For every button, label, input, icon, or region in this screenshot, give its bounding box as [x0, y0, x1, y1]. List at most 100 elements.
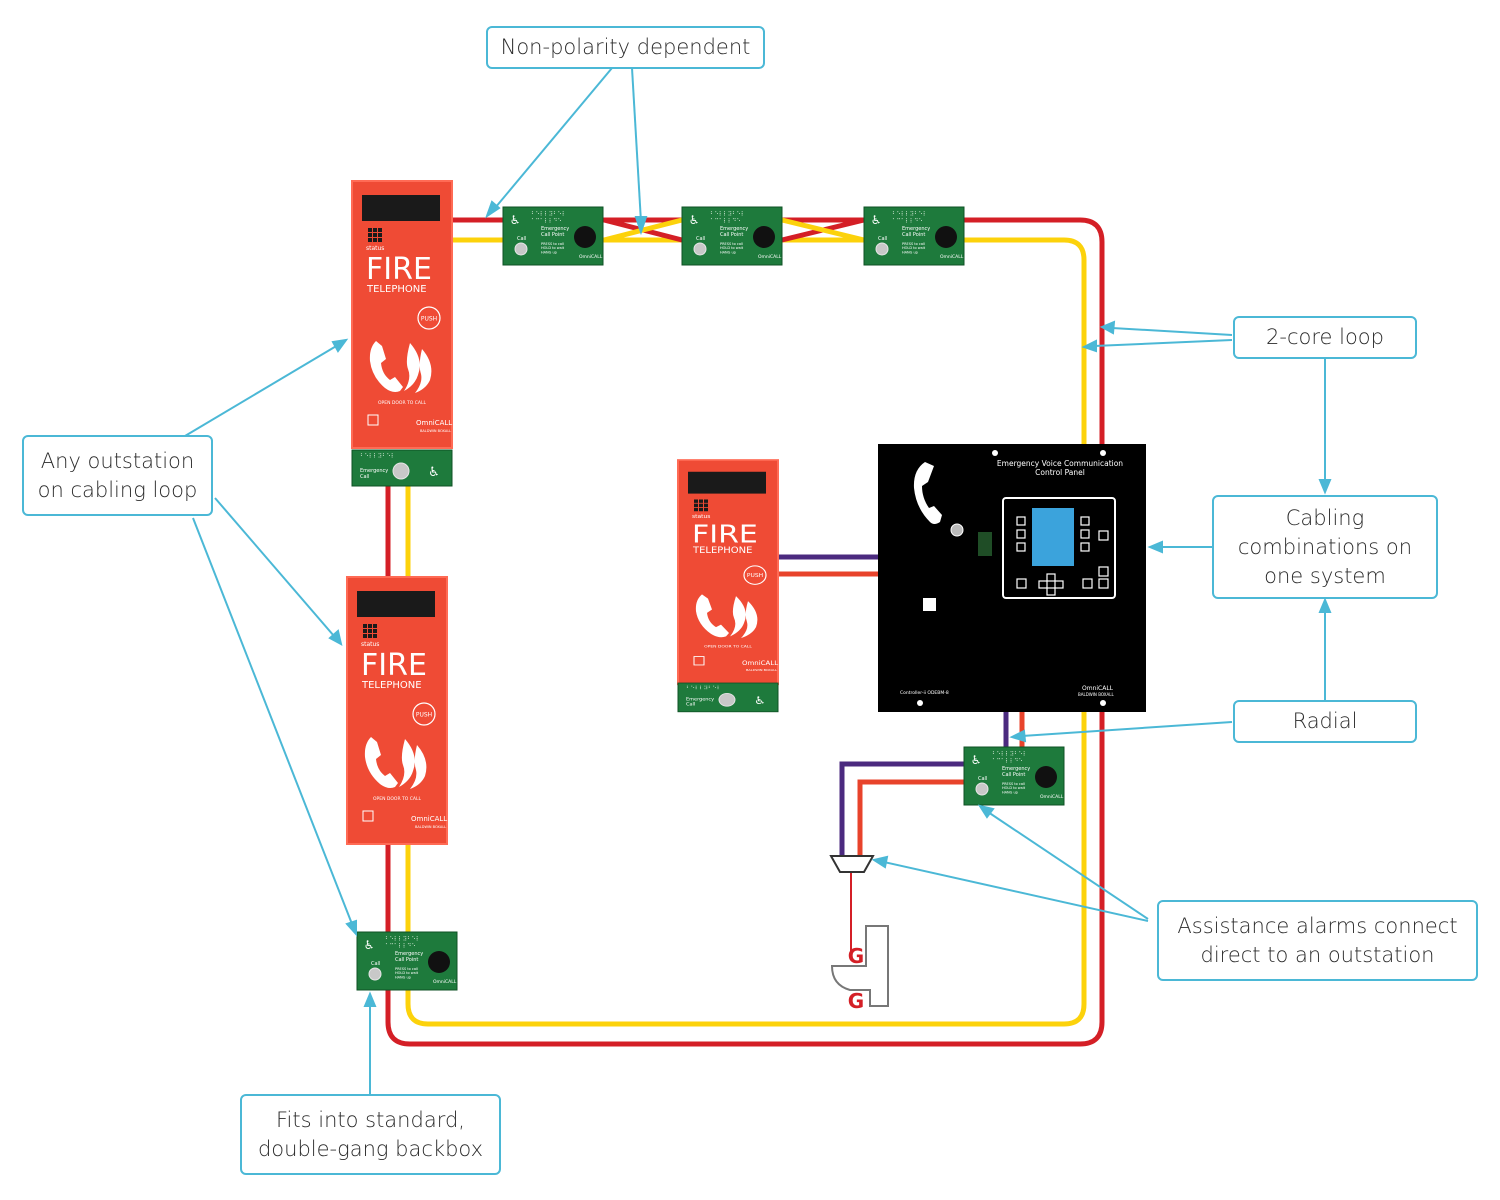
panel-display-frame — [1002, 497, 1116, 599]
flame-icon — [399, 739, 427, 789]
callout-assistance-alarms: Assistance alarms connect direct to an o… — [1157, 900, 1478, 981]
telephone-handset-icon — [364, 737, 398, 788]
fire-telephone-lower: status FIRE TELEPHONE PUSH OPEN DOOR TO … — [346, 576, 448, 845]
cp-call-label: Call — [517, 236, 526, 242]
radial-cables — [778, 554, 1025, 960]
cp-brand: OmniCALL — [433, 979, 457, 985]
panel-key — [1016, 578, 1027, 589]
callout-fits-backbox: Fits into standard, double-gang backbox — [240, 1094, 501, 1175]
fire-title: FIRE — [361, 648, 427, 683]
cp-braille-1: ⠃⠑⠇⠇⠽⠃⠑⠇ — [992, 751, 1027, 758]
fire-exit-sign — [693, 656, 705, 666]
panel-handset-icon — [913, 462, 942, 524]
panel-brand: OmniCALL — [1082, 685, 1114, 692]
cp-call-button — [975, 782, 989, 796]
firephone-body: status FIRE TELEPHONE PUSH OPEN DOOR TO … — [346, 576, 448, 845]
callout-arrows — [184, 67, 1332, 1094]
maker-name: BALDWIN BOXALL — [415, 825, 446, 829]
fire-title: FIRE — [366, 252, 432, 287]
panel-maker: BALDWIN BOXALL — [1078, 692, 1114, 697]
fire-subtitle: TELEPHONE — [692, 546, 753, 556]
panel-logo-icon — [923, 598, 936, 611]
panel-screw — [1100, 700, 1106, 706]
cp-speaker-grille — [1035, 766, 1057, 788]
maker-name: BALDWIN BOXALL — [420, 429, 451, 433]
cp-braille-2: ⠁⠉⠁⠇⠇⠙⠑ — [992, 758, 1023, 765]
two-core-loop-cables — [385, 217, 1105, 1047]
cp-wheelchair-icon: ♿ — [364, 938, 375, 952]
firephone-body: status FIRE TELEPHONE PUSH OPEN DOOR TO … — [677, 459, 779, 686]
cp-speaker-grille — [574, 226, 596, 248]
cp-call-button — [514, 242, 528, 256]
strip-call-button — [392, 462, 410, 480]
panel-key — [1098, 530, 1109, 541]
pull-cord-letter-top: G — [848, 944, 864, 968]
cp-call-label: Call — [371, 961, 380, 967]
strip-call-button — [718, 693, 736, 707]
callout-non-polarity: Non-polarity dependent — [486, 26, 765, 69]
instruction-text: OPEN DOOR TO CALL — [704, 644, 753, 649]
cp-speaker-grille — [935, 226, 957, 248]
cp-braille-2: ⠁⠉⠁⠇⠇⠙⠑ — [385, 943, 416, 950]
fire-brand-small: status — [361, 641, 379, 648]
loop-yellow-wire — [405, 237, 1087, 1027]
panel-model: Controller-ii ODEBM-8 — [900, 690, 949, 696]
cp-call-button — [875, 242, 889, 256]
sounder-icon — [829, 855, 875, 873]
fire-subtitle: TELEPHONE — [366, 284, 427, 295]
fire-brand-small: status — [692, 514, 711, 519]
flame-icon — [404, 343, 432, 393]
pull-cord-icon — [830, 925, 889, 1007]
panel-nav-key — [1038, 580, 1048, 589]
assistance-alarm: G G — [829, 855, 889, 1013]
fire-telephone-top: status FIRE TELEPHONE PUSH OPEN DOOR TO … — [351, 180, 453, 449]
strip-braille: ⠃⠑⠇⠇⠽⠃⠑⠇ — [360, 453, 395, 460]
push-button-ring — [417, 306, 441, 330]
cp-brand: OmniCALL — [758, 254, 782, 260]
telephone-handset-icon — [369, 341, 403, 392]
cp-call-button — [368, 967, 382, 981]
panel-nav-key — [1046, 587, 1056, 596]
cp-call-button — [693, 242, 707, 256]
fire-brand-small: status — [366, 245, 384, 252]
omnicall-brand: OmniCALL — [411, 815, 447, 823]
panel-key — [1080, 516, 1090, 526]
cp-braille-2: ⠁⠉⠁⠇⠇⠙⠑ — [531, 218, 562, 225]
omnicall-brand: OmniCALL — [416, 419, 452, 427]
cp-braille-1: ⠃⠑⠇⠇⠽⠃⠑⠇ — [531, 211, 566, 218]
instruction-text: OPEN DOOR TO CALL — [378, 400, 426, 406]
panel-screw — [992, 450, 998, 456]
pull-cord-letter-bottom: G — [848, 989, 864, 1013]
callout-radial: Radial — [1233, 700, 1417, 743]
cp-brand: OmniCALL — [940, 254, 964, 260]
cp-wheelchair-icon: ♿ — [689, 213, 700, 227]
fire-title: FIRE — [692, 519, 758, 549]
crossover-yellow-1 — [603, 217, 683, 243]
push-label: PUSH — [421, 316, 437, 323]
panel-key — [1098, 578, 1109, 589]
crossover-yellow-2 — [781, 217, 865, 243]
flame-icon — [730, 596, 758, 639]
fire-subtitle: TELEPHONE — [361, 680, 422, 691]
panel-key — [1016, 529, 1026, 539]
wheelchair-icon: ♿ — [754, 694, 766, 706]
cp-wheelchair-icon: ♿ — [871, 213, 882, 227]
